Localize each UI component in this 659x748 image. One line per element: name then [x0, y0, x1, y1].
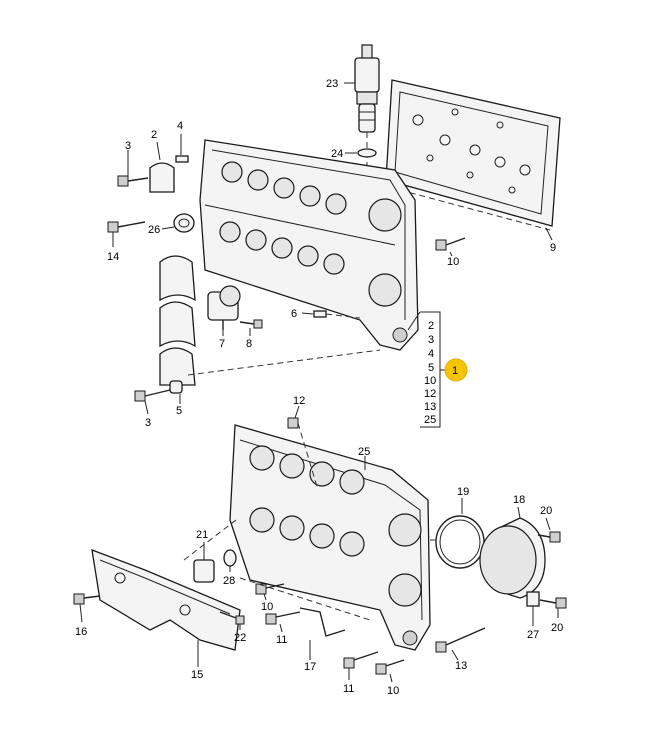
bracket-item-2: 4: [428, 348, 434, 360]
callout-18: 18: [513, 494, 525, 506]
bearing-cap-2: [149, 162, 175, 193]
callout-20-lower: 20: [551, 622, 563, 634]
callout-15: 15: [191, 669, 203, 681]
cylinder-head: [199, 139, 419, 351]
callout-26: 26: [148, 224, 160, 236]
solenoid-valve: [354, 44, 380, 133]
callout-9: 9: [550, 242, 556, 254]
o-ring-24: [357, 148, 377, 158]
callout-21: 21: [196, 529, 208, 541]
bracket-27: [526, 591, 540, 607]
callout-19: 19: [457, 486, 469, 498]
callout-23: 23: [326, 78, 338, 90]
seal-26: [173, 213, 195, 233]
bolt-10-upper: [435, 237, 466, 251]
bolt-11-left: [265, 611, 301, 625]
sensor-21: [193, 542, 215, 583]
bolt-14: [107, 221, 146, 233]
callout-3-upper: 3: [125, 140, 131, 152]
bracket-item-5: 12: [424, 388, 436, 400]
callout-10-middle: 10: [261, 601, 273, 613]
callout-12: 12: [293, 395, 305, 407]
callout-24: 24: [331, 148, 343, 160]
bolt-3-upper: [117, 175, 149, 187]
callout-2: 2: [151, 129, 157, 141]
callout-10-upper: 10: [447, 256, 459, 268]
cover-18: [479, 517, 546, 599]
callout-5: 5: [176, 405, 182, 417]
callout-20-upper: 20: [540, 505, 552, 517]
callout-17: 17: [304, 661, 316, 673]
callout-14: 14: [107, 251, 119, 263]
bolt-13: [435, 627, 486, 653]
highlight-part-1[interactable]: 1: [444, 358, 468, 382]
bolt-10-middle: [255, 583, 285, 595]
bracket-item-7: 25: [424, 414, 436, 426]
callout-3-lower: 3: [145, 417, 151, 429]
o-ring-28: [223, 549, 237, 567]
callout-13: 13: [455, 660, 467, 672]
callout-25: 25: [358, 446, 370, 458]
bolt-20-lower: [539, 597, 567, 609]
callout-6: 6: [291, 308, 297, 320]
pin-6: [313, 310, 327, 318]
callout-16: 16: [75, 626, 87, 638]
bracket-item-6: 13: [424, 401, 436, 413]
bolt-16: [73, 593, 101, 605]
bolt-10-lower: [375, 659, 405, 675]
bolt-12: [287, 417, 319, 491]
callout-8: 8: [246, 338, 252, 350]
callout-28: 28: [223, 575, 235, 587]
callout-22: 22: [234, 632, 246, 644]
dowel-4: [175, 155, 189, 163]
callout-labels: 23 2 4 3 24 26 14 9 10 6 7 8 3 5 12 25 1…: [75, 78, 563, 697]
bracket-item-0: 2: [428, 320, 434, 332]
bracket-item-3: 5: [428, 362, 434, 374]
bolt-11-lower: [343, 651, 379, 669]
callout-11-left: 11: [276, 634, 287, 646]
camshaft-housing: [229, 424, 431, 651]
bolt-8: [239, 319, 263, 329]
bolt-20-upper: [537, 531, 561, 543]
housing-7: [207, 285, 241, 330]
callout-4: 4: [177, 120, 183, 132]
bracket-17: [299, 607, 346, 637]
callout-11-lower: 11: [343, 683, 354, 695]
heat-shield-15: [91, 548, 241, 651]
bolt-3-lower: [134, 380, 183, 402]
bracket-item-1: 3: [428, 334, 434, 346]
cover-gasket: [385, 79, 561, 227]
callout-10-lower: 10: [387, 685, 399, 697]
callout-27: 27: [527, 629, 539, 641]
seal-19: [435, 515, 485, 569]
bearing-caps-5: [159, 255, 196, 386]
highlight-label: 1: [452, 365, 458, 377]
bracket-item-4: 10: [424, 375, 436, 387]
callout-7: 7: [219, 338, 225, 350]
